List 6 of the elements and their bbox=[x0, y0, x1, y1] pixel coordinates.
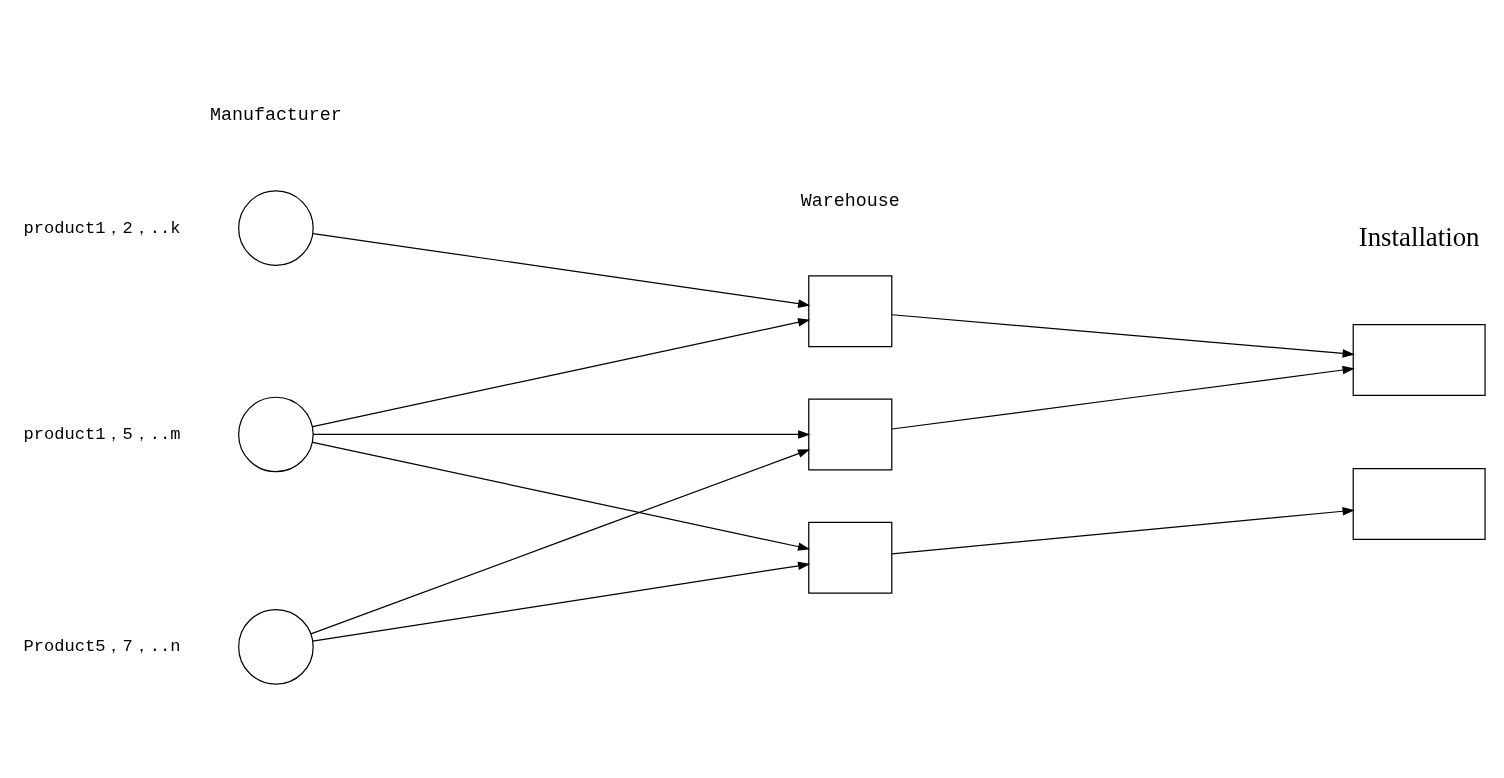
label: Warehouse bbox=[800, 190, 900, 211]
node-label: Product5，7，..n bbox=[23, 637, 181, 657]
node-label: product1，2，..k bbox=[23, 218, 181, 238]
label: Installation bbox=[1358, 221, 1480, 252]
node-label: product1，5，..m bbox=[23, 424, 181, 444]
label: Manufacturer bbox=[210, 105, 342, 126]
